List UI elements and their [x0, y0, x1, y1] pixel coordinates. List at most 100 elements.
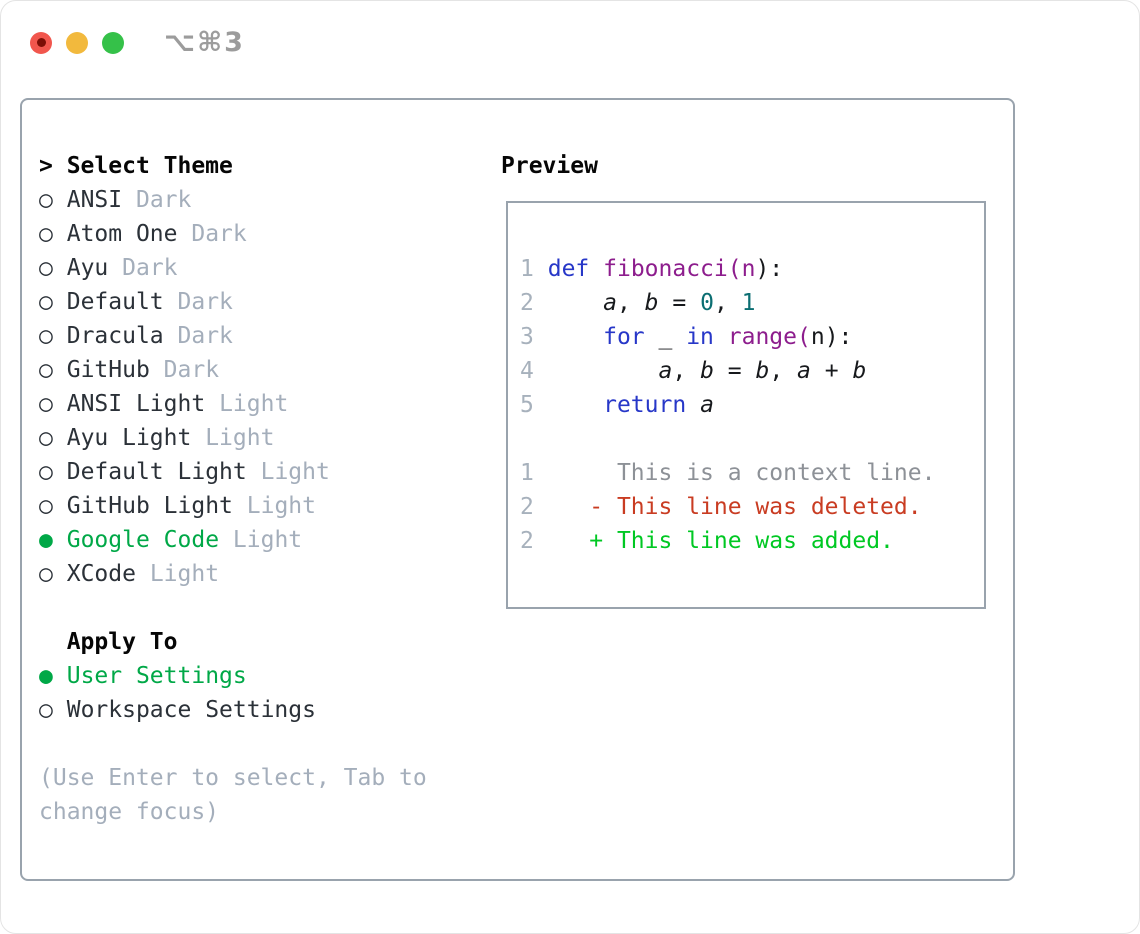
apply-option-label: Workspace Settings	[66, 697, 316, 723]
radio-unselected-icon: ○	[39, 357, 53, 383]
theme-list: ○ ANSI Dark○ Atom One Dark○ Ayu Dark○ De…	[39, 183, 427, 591]
close-dot-icon	[36, 38, 46, 47]
theme-variant-badge: Dark	[177, 323, 233, 349]
code-segment-plain: ,	[616, 290, 645, 316]
theme-option-default[interactable]: ○ Default Dark	[39, 285, 427, 319]
code-segment-plain	[686, 392, 700, 418]
theme-variant-badge: Light	[219, 391, 289, 417]
diff-line: 2 - This line was deleted.	[520, 490, 984, 524]
keyboard-shortcut-label: ⌥⌘3	[164, 27, 245, 58]
theme-option-ayu-light[interactable]: ○ Ayu Light Light	[39, 421, 427, 455]
code-preview: 1 def fibonacci(n): 2 a, b = 0, 1 3 for _ …	[508, 203, 984, 558]
theme-name: Ayu	[66, 255, 109, 281]
minimize-button[interactable]	[66, 31, 88, 54]
line-number: 3	[520, 324, 534, 350]
apply-to-list: ● User Settings○ Workspace Settings	[39, 659, 427, 727]
code-segment-plain: =	[658, 290, 701, 316]
code-segment-plain: ,	[713, 290, 742, 316]
theme-option-google-code[interactable]: ● Google Code Light	[39, 523, 427, 557]
code-segment-keyword: for	[603, 324, 645, 350]
radio-selected-icon: ●	[39, 663, 53, 689]
maximize-button[interactable]	[102, 31, 124, 54]
spacer	[39, 591, 427, 625]
radio-unselected-icon: ○	[39, 561, 53, 587]
code-segment-plain: =	[713, 358, 756, 384]
code-line: 4 a, b = b, a + b	[520, 354, 984, 388]
theme-name: GitHub	[66, 357, 150, 383]
code-segment-context: This is a context line.	[547, 460, 936, 486]
traffic-lights	[30, 31, 124, 54]
radio-unselected-icon: ○	[39, 255, 53, 281]
spacer	[520, 422, 984, 456]
theme-option-ansi[interactable]: ○ ANSI Dark	[39, 183, 427, 217]
line-number: 2	[520, 528, 534, 554]
theme-option-github[interactable]: ○ GitHub Dark	[39, 353, 427, 387]
diff-line: 2 + This line was added.	[520, 524, 984, 558]
theme-variant-badge: Dark	[163, 357, 220, 383]
code-segment-literal: 0	[700, 290, 714, 316]
theme-name: Atom One	[66, 221, 178, 247]
apply-to-title-text: Apply To	[66, 629, 178, 655]
code-segment-variable: a	[603, 290, 617, 316]
line-number: 1	[520, 256, 534, 282]
line-number: 5	[520, 392, 534, 418]
code-segment-literal: 1	[741, 290, 756, 316]
apply-to-title: Apply To	[39, 625, 427, 659]
code-segment-variable: a	[797, 358, 811, 384]
code-segment-plain: ):	[755, 256, 784, 282]
code-line: 1 def fibonacci(n):	[520, 252, 984, 286]
theme-variant-badge: Dark	[135, 187, 192, 213]
apply-option-label: User Settings	[66, 663, 247, 689]
radio-unselected-icon: ○	[39, 187, 53, 213]
theme-name: ANSI	[66, 187, 123, 213]
theme-variant-badge: Dark	[191, 221, 247, 247]
theme-name: Default Light	[66, 459, 247, 485]
radio-unselected-icon: ○	[39, 323, 53, 349]
code-segment-plain	[548, 358, 659, 384]
code-segment-variable: a	[658, 358, 673, 384]
radio-unselected-icon: ○	[39, 289, 53, 315]
code-segment-variable: b	[852, 358, 867, 384]
radio-selected-icon: ●	[39, 527, 53, 553]
theme-option-atom-one[interactable]: ○ Atom One Dark	[39, 217, 427, 251]
theme-option-xcode[interactable]: ○ XCode Light	[39, 557, 427, 591]
code-segment-variable: b	[755, 358, 770, 384]
select-theme-title: >Select Theme	[39, 149, 427, 183]
radio-unselected-icon: ○	[39, 391, 53, 417]
theme-column: >Select Theme ○ ANSI Dark○ Atom One Dark…	[39, 149, 427, 829]
theme-variant-badge: Light	[246, 493, 316, 519]
help-text-line-1: (Use Enter to select, Tab to	[39, 765, 427, 791]
radio-unselected-icon: ○	[39, 697, 53, 723]
radio-unselected-icon: ○	[39, 493, 53, 519]
theme-variant-badge: Light	[149, 561, 220, 587]
apply-option-user-settings[interactable]: ● User Settings	[39, 659, 427, 693]
theme-option-github-light[interactable]: ○ GitHub Light Light	[39, 489, 427, 523]
radio-unselected-icon: ○	[39, 425, 53, 451]
theme-name: ANSI Light	[66, 391, 206, 417]
theme-variant-badge: Dark	[122, 255, 178, 281]
theme-option-default-light[interactable]: ○ Default Light Light	[39, 455, 427, 489]
apply-option-workspace-settings[interactable]: ○ Workspace Settings	[39, 693, 427, 727]
theme-option-dracula[interactable]: ○ Dracula Dark	[39, 319, 427, 353]
spacer	[39, 727, 427, 761]
theme-option-ansi-light[interactable]: ○ ANSI Light Light	[39, 387, 427, 421]
code-segment-keyword: in	[686, 324, 714, 350]
theme-option-ayu[interactable]: ○ Ayu Dark	[39, 251, 427, 285]
code-segment-variable: a	[700, 392, 714, 418]
preview-box: 1 def fibonacci(n): 2 a, b = 0, 1 3 for _ …	[506, 201, 986, 609]
close-button[interactable]	[30, 31, 52, 54]
code-segment-plain	[548, 392, 603, 418]
code-segment-plain	[548, 290, 603, 316]
theme-name: Ayu Light	[66, 425, 192, 451]
theme-variant-badge: Light	[260, 459, 330, 485]
code-line: 3 for _ in range(n):	[520, 320, 984, 354]
code-segment-plain	[548, 324, 603, 350]
titlebar: ⌥⌘3	[30, 27, 245, 58]
code-segment-plain: +	[810, 358, 853, 384]
diff-line: 1 This is a context line.	[520, 456, 984, 490]
cursor-icon: >	[39, 153, 53, 179]
code-segment-plain: ,	[672, 358, 701, 384]
theme-variant-badge: Light	[205, 425, 275, 451]
theme-variant-badge: Light	[232, 527, 303, 553]
line-number: 4	[520, 358, 534, 384]
